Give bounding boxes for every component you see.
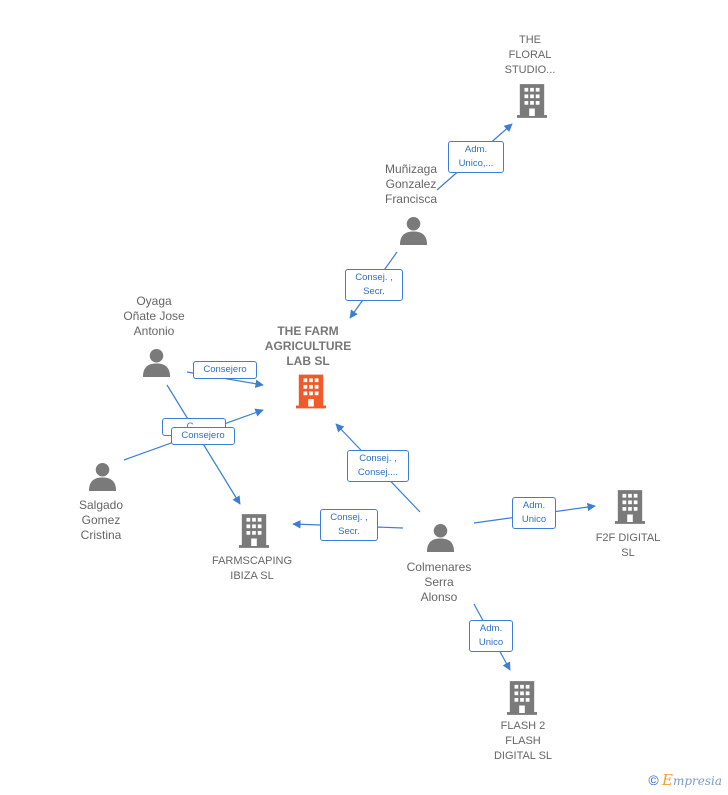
company-label-center[interactable]: THE FARM AGRICULTURE LAB SL	[264, 324, 352, 368]
edge-label-adm-f2f[interactable]: Adm. Unico	[512, 497, 556, 529]
edge-label-consej-colmenares-center[interactable]: Consej. , Consej....	[347, 450, 409, 482]
building-icon[interactable]	[296, 374, 326, 409]
building-icon[interactable]	[507, 681, 537, 715]
company-label-flash[interactable]: FLASH 2 FLASH DIGITAL SL	[493, 720, 553, 762]
edge-label-adm-floral[interactable]: Adm. Unico,...	[448, 141, 504, 173]
person-label-salgado[interactable]: Salgado Gomez Cristina	[78, 498, 124, 542]
person-label-oyaga[interactable]: Oyaga Oñate Jose Antonio	[123, 294, 185, 338]
edge-label-consejero-oyaga[interactable]: Consejero	[193, 361, 257, 379]
edges	[123, 123, 596, 671]
company-label-floral[interactable]: THE FLORAL STUDIO...	[504, 34, 556, 76]
edge-label-adm-flash[interactable]: Adm. Unico	[469, 620, 513, 652]
building-icon[interactable]	[239, 514, 269, 548]
edge-label-consejero-salgado[interactable]: Consejero	[171, 427, 235, 445]
brand-footer: © Empresia	[648, 771, 722, 789]
person-icon[interactable]	[142, 348, 171, 377]
person-icon[interactable]	[426, 523, 455, 552]
edge-label-consej-colmenares-farm[interactable]: Consej. , Secr.	[320, 509, 378, 541]
company-label-farmscaping[interactable]: FARMSCAPING IBIZA SL	[211, 555, 293, 582]
brand-logo-initial: E	[661, 771, 673, 789]
edge-label-consej-munizaga[interactable]: Consej. , Secr.	[345, 269, 403, 301]
person-icon[interactable]	[88, 462, 117, 491]
person-label-colmenares[interactable]: Colmenares Serra Alonso	[406, 560, 472, 604]
building-icon[interactable]	[615, 490, 645, 524]
person-icon[interactable]	[399, 216, 428, 245]
person-label-munizaga[interactable]: Muñizaga Gonzalez Francisca	[384, 162, 438, 206]
building-icon[interactable]	[517, 84, 547, 118]
copyright-icon: ©	[648, 772, 659, 788]
company-label-f2f[interactable]: F2F DIGITAL SL	[595, 532, 661, 559]
brand-logo-text: mpresia	[672, 774, 722, 788]
